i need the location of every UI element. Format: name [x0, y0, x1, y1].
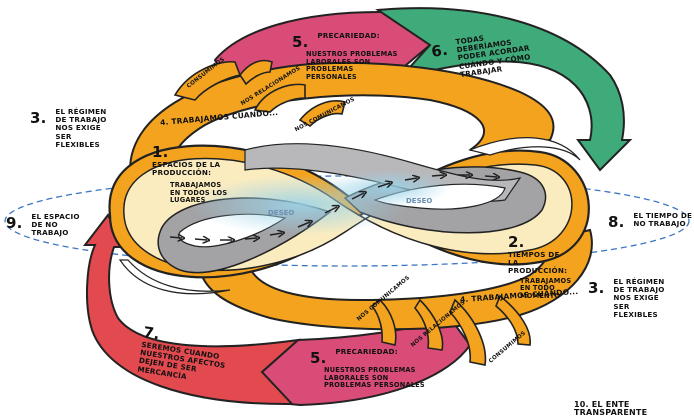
- label-5-top-body: Nuestros problemas laborales son problem…: [306, 51, 406, 81]
- label-5-top-number: 5.: [292, 33, 309, 51]
- label-3-right: 3. El régimen de trabajo nos exige ser f…: [588, 278, 678, 319]
- label-1: 1. Espacios de la producción: Trabajamos…: [152, 142, 232, 205]
- label-3-right-number: 3.: [588, 279, 605, 297]
- label-8-text: El tiempo de no trabajo: [633, 212, 693, 228]
- label-9: 9. El espacio de no trabajo: [6, 213, 92, 238]
- label-1-number: 1.: [152, 143, 169, 161]
- label-5-bottom-number: 5.: [310, 349, 327, 367]
- label-3-left: 3. El régimen de trabajo nos exige ser f…: [30, 108, 120, 149]
- label-2-title: Tiempos de la producción:: [508, 251, 564, 276]
- label-2-number: 2.: [508, 233, 525, 251]
- label-5-bottom-title: Precariedad:: [335, 348, 397, 356]
- label-3-right-text: El régimen de trabajo nos exige ser flex…: [613, 278, 675, 319]
- label-8: 8. El tiempo de no trabajo: [608, 212, 694, 231]
- label-6-number: 6.: [430, 41, 449, 61]
- label-3-left-text: El régimen de trabajo nos exige ser flex…: [55, 108, 117, 149]
- label-3-left-number: 3.: [30, 109, 47, 127]
- label-9-number: 9.: [6, 214, 23, 232]
- deseo-left: DESEO: [268, 209, 294, 217]
- label-1-body: Trabajamos en todos los lugares: [170, 182, 232, 205]
- label-9-text: El espacio de no trabajo: [31, 213, 89, 238]
- deseo-right: DESEO: [406, 197, 432, 205]
- label-8-number: 8.: [608, 213, 625, 231]
- label-10: 10. El ente transparente: [574, 401, 694, 417]
- label-5-bottom-body: Nuestros problemas laborales son problem…: [324, 367, 434, 390]
- label-1-title: Espacios de la producción:: [152, 161, 232, 177]
- label-5-top: 5. Precariedad: Nuestros problemas labor…: [292, 32, 402, 81]
- label-5-top-title: Precariedad:: [317, 32, 379, 40]
- label-5-bottom: 5. Precariedad: Nuestros problemas labor…: [310, 348, 430, 390]
